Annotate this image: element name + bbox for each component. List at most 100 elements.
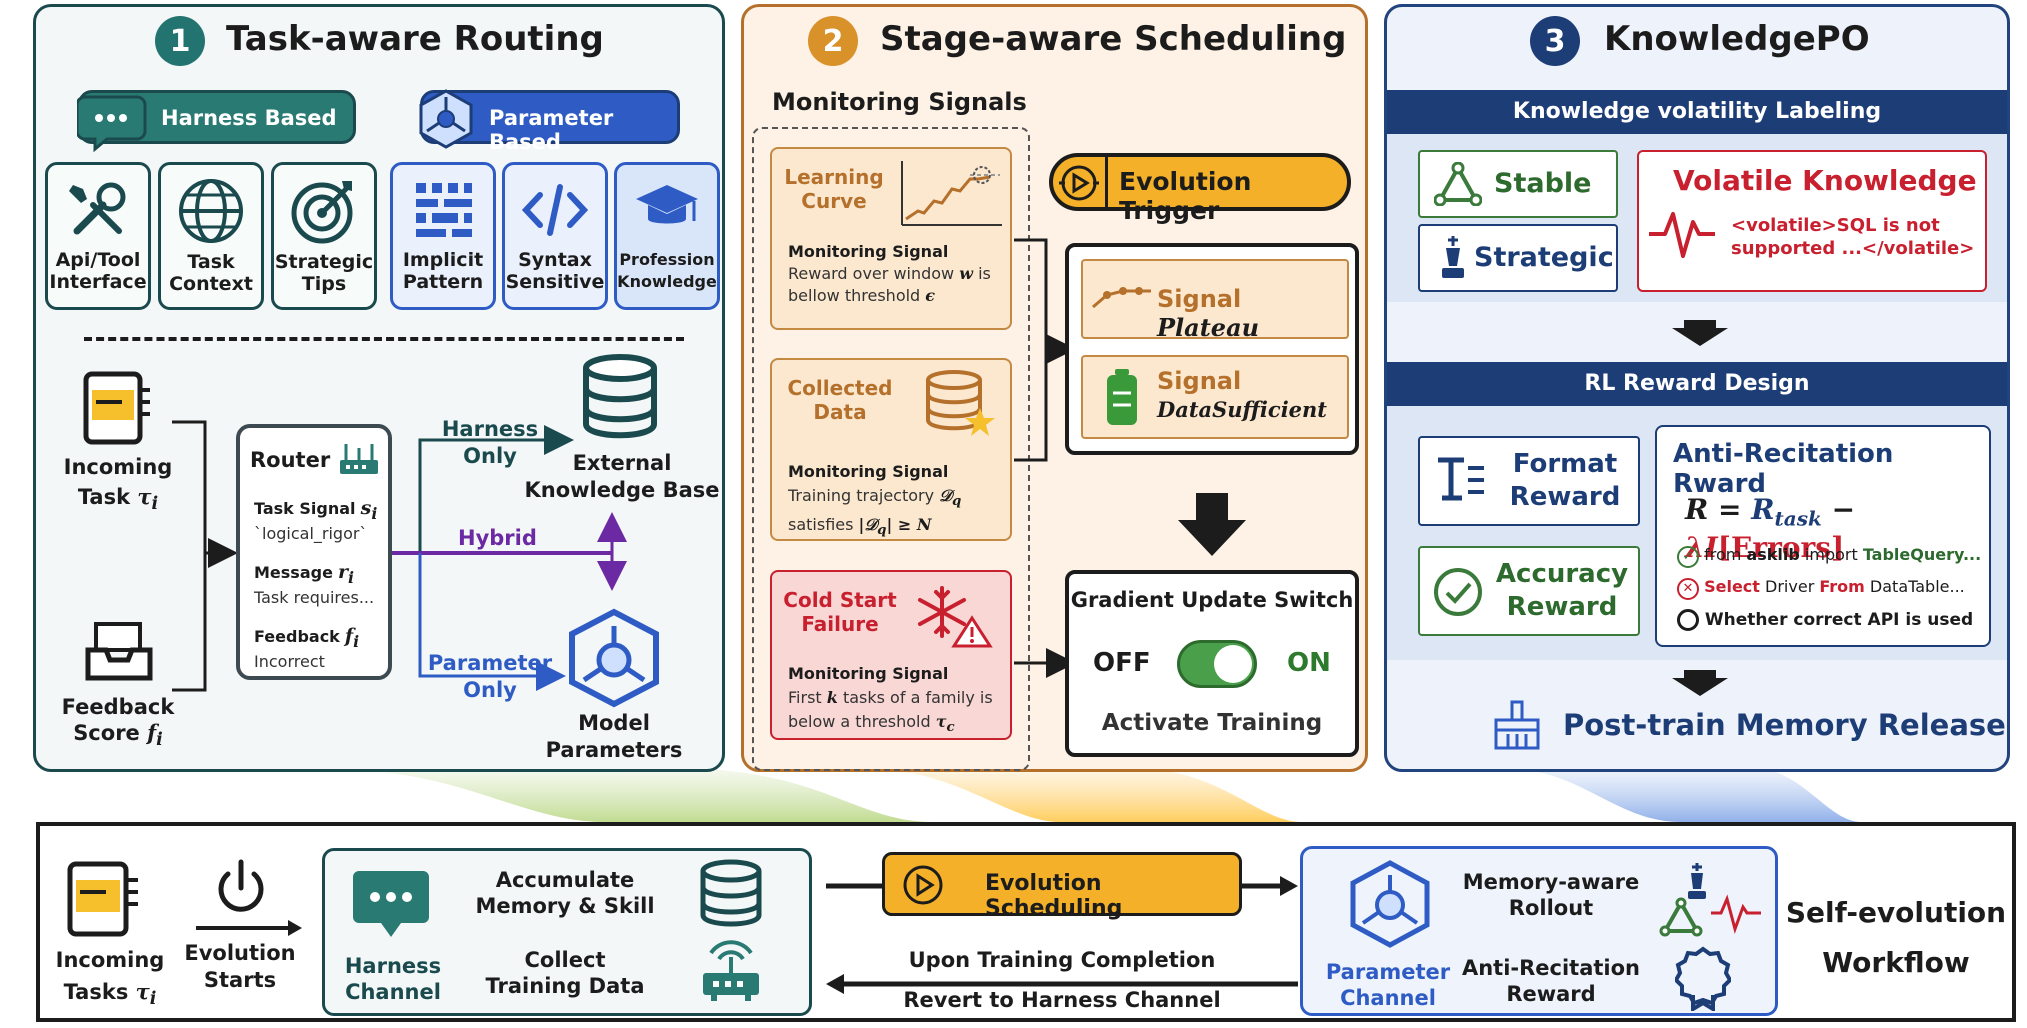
volatile-line2: supported ...</volatile> xyxy=(1731,238,1975,259)
router-box: Router Task Signal si `logical_rigor` Me… xyxy=(236,424,392,680)
check-fail-icon: ✕ xyxy=(1677,578,1699,600)
cold-title1: Cold Start xyxy=(783,588,897,612)
award-ribbon-icon xyxy=(1675,946,1731,1011)
tile-api-label2: Interface xyxy=(49,271,147,293)
tile-profession-label2: Knowledge xyxy=(617,272,717,291)
format-text2: Reward xyxy=(1509,482,1621,512)
accumulate1: Accumulate xyxy=(495,868,635,892)
volatility-header: Knowledge volatility Labeling xyxy=(1387,90,2007,134)
hybrid-label: Hybrid xyxy=(458,526,537,550)
panel1-number: 1 xyxy=(155,16,205,66)
router-message-label: Message xyxy=(254,563,333,582)
evo-starts2: Starts xyxy=(203,968,277,992)
monitoring-signals-title: Monitoring Signals xyxy=(772,88,1027,116)
memory2: Rollout xyxy=(1508,896,1594,920)
workflow-incoming2: Tasks xyxy=(63,980,129,1004)
tile-implicit-label2: Pattern xyxy=(402,271,484,293)
harness-channel2: Channel xyxy=(345,980,441,1004)
snowflake-warning-icon xyxy=(918,586,993,648)
collect1: Collect xyxy=(524,948,606,972)
learning-curve-title: Learning Curve xyxy=(784,165,884,213)
upon-completion-label: Upon Training Completion xyxy=(908,948,1216,972)
router-task-signal-value: `logical_rigor` xyxy=(254,523,368,543)
incoming-task-text1: Incoming xyxy=(63,455,173,479)
tile-syntax-label1: Syntax xyxy=(518,249,592,271)
cold-line1b: tasks of a family is xyxy=(842,688,993,707)
memory-rollout-label: Memory-aware Rollout xyxy=(1461,869,1641,921)
workflow-database-icon xyxy=(700,859,762,927)
model-params-text1: Model xyxy=(578,711,650,735)
learning-curve-card: Learning Curve Monitoring Signal Reward … xyxy=(770,147,1012,330)
workflow-arrow-start xyxy=(196,920,302,936)
evolution-scheduling-badge: Evolution Scheduling xyxy=(882,852,1242,921)
param-channel1: Parameter xyxy=(1325,960,1451,984)
code-icon xyxy=(521,184,589,236)
down-arrow-2 xyxy=(1672,670,1728,696)
volatility-header-text: Knowledge volatility Labeling xyxy=(1512,99,1882,124)
anti2: Reward xyxy=(1506,982,1596,1006)
accumulate-label: Accumulate Memory & Skill xyxy=(475,867,655,919)
revert-label: Revert to Harness Channel xyxy=(903,988,1221,1012)
collected-sig: Monitoring Signal xyxy=(788,462,949,481)
evolution-starts-label: Evolution Starts xyxy=(180,940,300,994)
strategic-label: Strategic xyxy=(1474,242,1614,273)
harness-only-text1: Harness xyxy=(441,417,539,441)
learning-line1b: is xyxy=(978,264,991,283)
chess-king-icon xyxy=(1442,236,1464,278)
anti1: Anti-Recitation xyxy=(1461,956,1641,980)
feedback-score-label: Feedback Score fi xyxy=(61,695,175,751)
collected-data-title: Collected Data xyxy=(780,376,900,424)
router-feedback-label: Feedback xyxy=(254,627,340,646)
magnifier-icon xyxy=(1677,609,1699,631)
play-cycle-icon xyxy=(1059,165,1099,201)
text-format-icon xyxy=(1438,457,1484,501)
check1-b: asklib xyxy=(1746,545,1800,564)
collected-signal-text: Monitoring Signal Training trajectory 𝒟q… xyxy=(788,462,962,539)
pattern-icon xyxy=(416,183,472,237)
triangle-nodes-icon xyxy=(1434,162,1482,206)
learning-line1: Reward over window xyxy=(788,264,955,283)
tile-api-label1: Api/Tool xyxy=(55,249,141,271)
scheduling-cycle-icon xyxy=(903,865,943,905)
router-task-signal-label: Task Signal xyxy=(254,499,356,518)
tools-icon xyxy=(69,182,126,235)
collect2: Training Data xyxy=(485,974,645,998)
anti-recitation-reward-label: Anti-Recitation Reward xyxy=(1461,955,1641,1007)
switch-off-label: OFF xyxy=(1093,648,1151,678)
volatile-line1: <volatile>SQL is not xyxy=(1731,215,1940,236)
harness-chat-icon xyxy=(353,871,429,937)
check-circle-icon xyxy=(1434,568,1482,616)
workflow-notebook-icon xyxy=(67,861,138,937)
router-task-signal: Task Signal si `logical_rigor` xyxy=(254,497,378,543)
cold-title2: Failure xyxy=(801,612,879,636)
collect-label: Collect Training Data xyxy=(475,947,655,999)
collected-data-card: Collected Data Monitoring Signal Trainin… xyxy=(770,358,1012,541)
tile-api-tool: Api/Tool Interface xyxy=(45,162,151,310)
workflow-middle-arrows xyxy=(826,876,1298,994)
tile-task-label1: Task xyxy=(187,251,235,273)
external-kb-label: External Knowledge Base xyxy=(522,450,722,504)
signal-data-label: Signal DataSufficient xyxy=(1157,367,1327,424)
evolution-trigger-badge: Evolution Trigger xyxy=(1049,153,1351,225)
check2-c: From xyxy=(1819,577,1865,596)
parameter-hexagon-icon xyxy=(1350,860,1430,948)
power-icon xyxy=(218,859,264,912)
gradient-toggle-knob xyxy=(1214,645,1252,683)
volatile-card: Volatile Knowledge <volatile>SQL is not … xyxy=(1637,150,1987,292)
parameter-only-text2: Only xyxy=(463,678,517,702)
workflow-incoming-label: Incoming Tasks τi xyxy=(55,948,165,1010)
check3: Whether correct API is used xyxy=(1704,610,1974,630)
post-train-release-label: Post-train Memory Release xyxy=(1563,708,2006,742)
workflow-router-icon xyxy=(703,940,759,1001)
evolution-scheduling-label: Evolution Scheduling xyxy=(985,871,1123,921)
cold-signal-text: Monitoring Signal First k tasks of a fam… xyxy=(788,664,993,736)
panel1-divider xyxy=(84,337,684,341)
tile-task-label2: Context xyxy=(169,273,253,295)
target-icon xyxy=(291,181,353,244)
accuracy-text2: Reward xyxy=(1506,592,1618,622)
gradient-toggle[interactable] xyxy=(1177,640,1257,688)
activate-training-label: Activate Training xyxy=(1101,710,1323,736)
format-reward-card: Format Reward xyxy=(1418,436,1640,526)
router-title: Router xyxy=(250,448,331,472)
